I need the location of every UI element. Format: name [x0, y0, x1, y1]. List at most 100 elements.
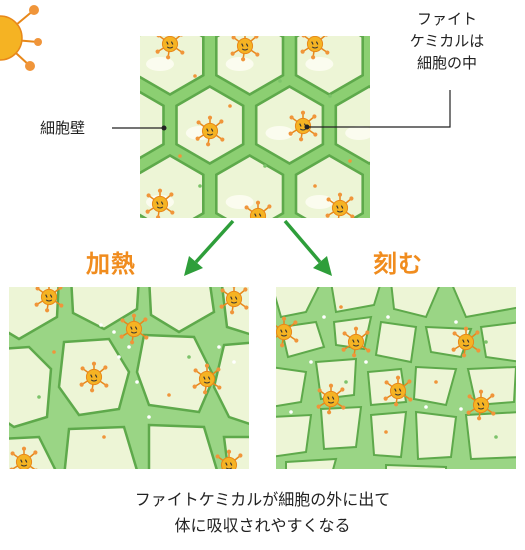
nutrient-dot — [454, 320, 458, 324]
cell-fragment — [369, 410, 408, 459]
nutrient-dot — [322, 315, 326, 319]
heating-method-label: 加熱 — [86, 250, 136, 278]
chopped-cells-panel — [276, 287, 516, 469]
phytochemical-label-line3: 細胞の中 — [416, 54, 477, 72]
nutrient-dot — [289, 410, 293, 414]
cell-wall-leader-dot — [161, 125, 167, 131]
nutrient-dot — [384, 430, 388, 434]
cell-fragment — [466, 365, 516, 407]
cell-fragment — [390, 287, 440, 319]
cell-interior — [140, 93, 163, 157]
phytochemical-icon — [466, 389, 496, 421]
phytochemical-icon — [119, 313, 149, 345]
nutrient-dot — [484, 340, 488, 344]
cell-fragment — [412, 365, 458, 407]
nutrient-dot — [348, 159, 352, 163]
nutrient-dot — [187, 355, 191, 359]
heated-cells-panel — [9, 287, 249, 469]
cell-highlight — [265, 126, 294, 140]
chopped-cells-illustration — [276, 287, 516, 469]
phytochemical-icon — [215, 449, 243, 469]
cell-fragment — [276, 287, 320, 319]
phytochemical-leader-line — [308, 90, 451, 128]
phytochemical-label-line2: ケミカルは — [409, 32, 485, 50]
leader-lines — [112, 90, 451, 276]
phytochemical-icon — [195, 115, 225, 147]
nutrient-dot — [52, 350, 56, 354]
cell-fragment — [276, 366, 308, 408]
cell-highlight — [225, 57, 254, 71]
broken-cell — [63, 425, 138, 469]
cell-interior — [257, 88, 322, 162]
cell-wall-label: 細胞壁 — [40, 119, 86, 137]
phytochemical-icon — [451, 326, 481, 358]
down-arrow-icon-right — [283, 219, 332, 276]
cell-fragment — [452, 287, 516, 319]
cell-fragment — [330, 287, 381, 314]
nutrient-dot — [424, 405, 428, 409]
nutrient-dot — [37, 395, 41, 399]
phytochemical-leader-dot — [304, 124, 310, 130]
caption-line1: ファイトケミカルが細胞の外に出て — [134, 490, 391, 509]
caption: ファイトケミカルが細胞の外に出て 体に吸収されやすくなる — [0, 487, 525, 539]
cell-highlight — [305, 57, 334, 71]
broken-cell — [135, 333, 216, 414]
cell-fragment — [276, 413, 313, 458]
phytochemical-icon — [244, 200, 272, 218]
cell-highlight — [146, 57, 174, 71]
caption-line2: 体に吸収されやすくなる — [174, 516, 351, 535]
phytochemical-icon — [276, 316, 299, 348]
nutrient-dot — [494, 435, 498, 439]
nutrient-dot — [339, 305, 343, 309]
nutrient-dot — [102, 435, 106, 439]
heated-cells-illustration — [9, 287, 249, 469]
nutrient-dot — [328, 94, 332, 98]
cell-fragment — [414, 410, 458, 461]
phytochemical-icon — [300, 36, 330, 60]
phytochemical-icon — [230, 36, 260, 62]
phytochemical-character-icon — [0, 0, 45, 80]
nutrient-dot — [309, 360, 313, 364]
nutrient-dot — [178, 154, 182, 158]
nutrient-dot — [167, 393, 171, 397]
nutrient-dot — [99, 323, 103, 327]
cell-fragment — [385, 463, 447, 469]
cell-fragment — [464, 411, 516, 461]
nutrient-dot — [278, 79, 282, 83]
phytochemical-icon — [325, 192, 355, 218]
phytochemical-icon — [9, 446, 38, 469]
cell-interior — [337, 88, 370, 162]
cell-fragment — [374, 320, 418, 364]
cell-highlight — [305, 195, 334, 209]
phytochemical-icon — [316, 383, 346, 415]
nutrient-dot — [127, 345, 131, 349]
nutrient-dot — [459, 407, 463, 411]
phytochemical-location-label: ファイト ケミカルは 細胞の中 — [392, 8, 502, 74]
nutrient-dot — [135, 380, 139, 384]
phytochemical-icon — [288, 110, 318, 142]
cell-highlight — [345, 126, 370, 140]
phytochemical-icon — [79, 361, 109, 393]
phytochemical-label-line1: ファイト — [416, 10, 477, 28]
phytochemical-icon — [34, 287, 64, 313]
nutrient-dot — [147, 415, 151, 419]
down-arrow-icon-left — [184, 219, 235, 276]
nutrient-dot — [117, 355, 121, 359]
nutrient-dot — [193, 74, 197, 78]
chopping-method-label: 刻む — [373, 250, 423, 278]
phytochemical-icon — [155, 36, 185, 60]
cell-fragment — [314, 357, 358, 401]
cell-fragment — [424, 325, 473, 359]
nutrient-dot — [386, 315, 390, 319]
cell-fragment — [285, 457, 338, 469]
nutrient-dot — [198, 184, 202, 188]
nutrient-dot — [112, 330, 116, 334]
nutrient-dot — [232, 360, 236, 364]
broken-cell — [9, 345, 53, 429]
phytochemical-icon — [192, 363, 222, 395]
phytochemical-icon — [219, 287, 249, 315]
cell-fragment — [319, 405, 363, 451]
nutrient-dot — [217, 345, 221, 349]
phytochemical-icon — [341, 326, 371, 358]
broken-cell — [148, 287, 216, 334]
